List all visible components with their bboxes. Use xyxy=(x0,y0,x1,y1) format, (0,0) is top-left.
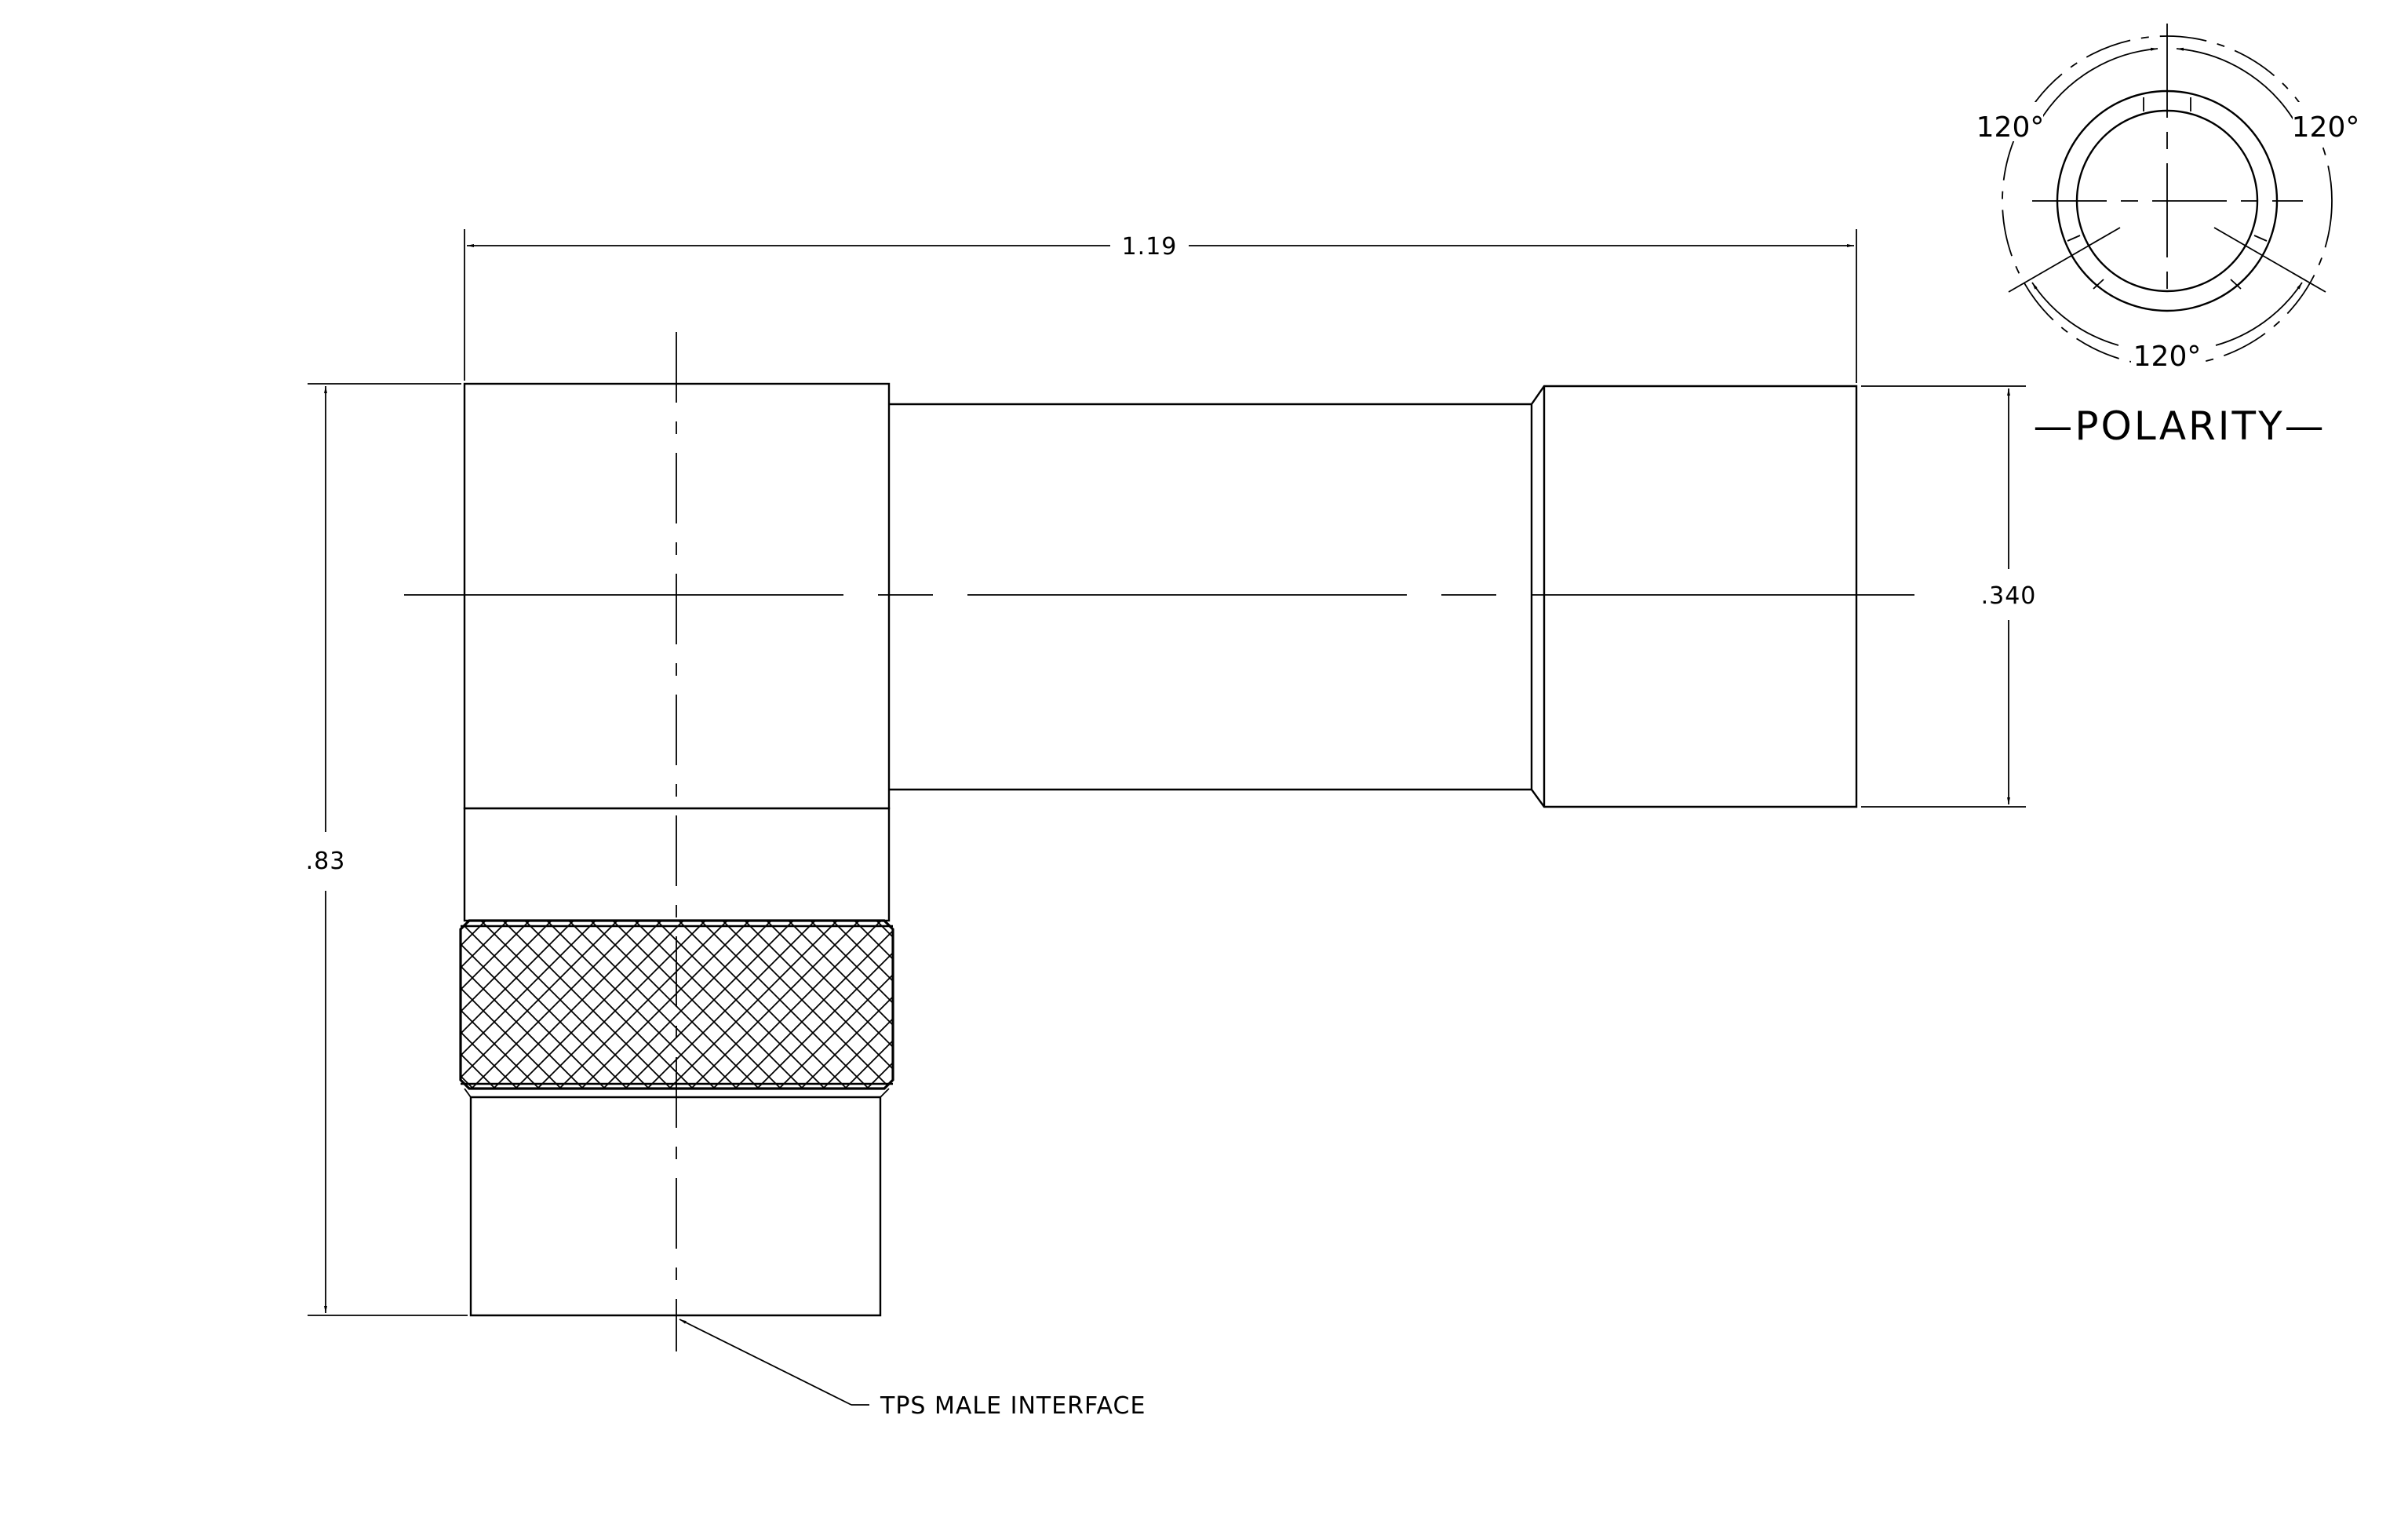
dimension-overall-height: .83 xyxy=(306,383,468,1316)
polarity-end-view: 120° 120° 120° —POLARITY— xyxy=(1976,24,2360,449)
overall-length-value: 1.19 xyxy=(1122,233,1178,261)
cable-end-ferrule xyxy=(1530,385,1858,808)
connector-side-view xyxy=(404,332,1914,1351)
dimension-overall-length: 1.19 xyxy=(464,229,1857,383)
overall-height-value: .83 xyxy=(306,848,346,875)
polarity-angle-bottom: 120° xyxy=(2133,341,2202,373)
polarity-key-left xyxy=(2067,235,2104,290)
interface-callout-label: TPS MALE INTERFACE xyxy=(880,1392,1146,1420)
bottom-sleeve xyxy=(469,1096,882,1317)
body-diameter-value: .340 xyxy=(1981,582,2037,610)
polarity-title: —POLARITY— xyxy=(2033,403,2326,449)
polarity-angle-top-right: 120° xyxy=(2292,111,2360,144)
polarity-key-right xyxy=(2230,235,2268,290)
interface-callout: TPS MALE INTERFACE xyxy=(679,1319,1146,1420)
dimension-body-diameter: .340 xyxy=(1861,385,2037,808)
polarity-angle-top-left: 120° xyxy=(1976,111,2045,144)
